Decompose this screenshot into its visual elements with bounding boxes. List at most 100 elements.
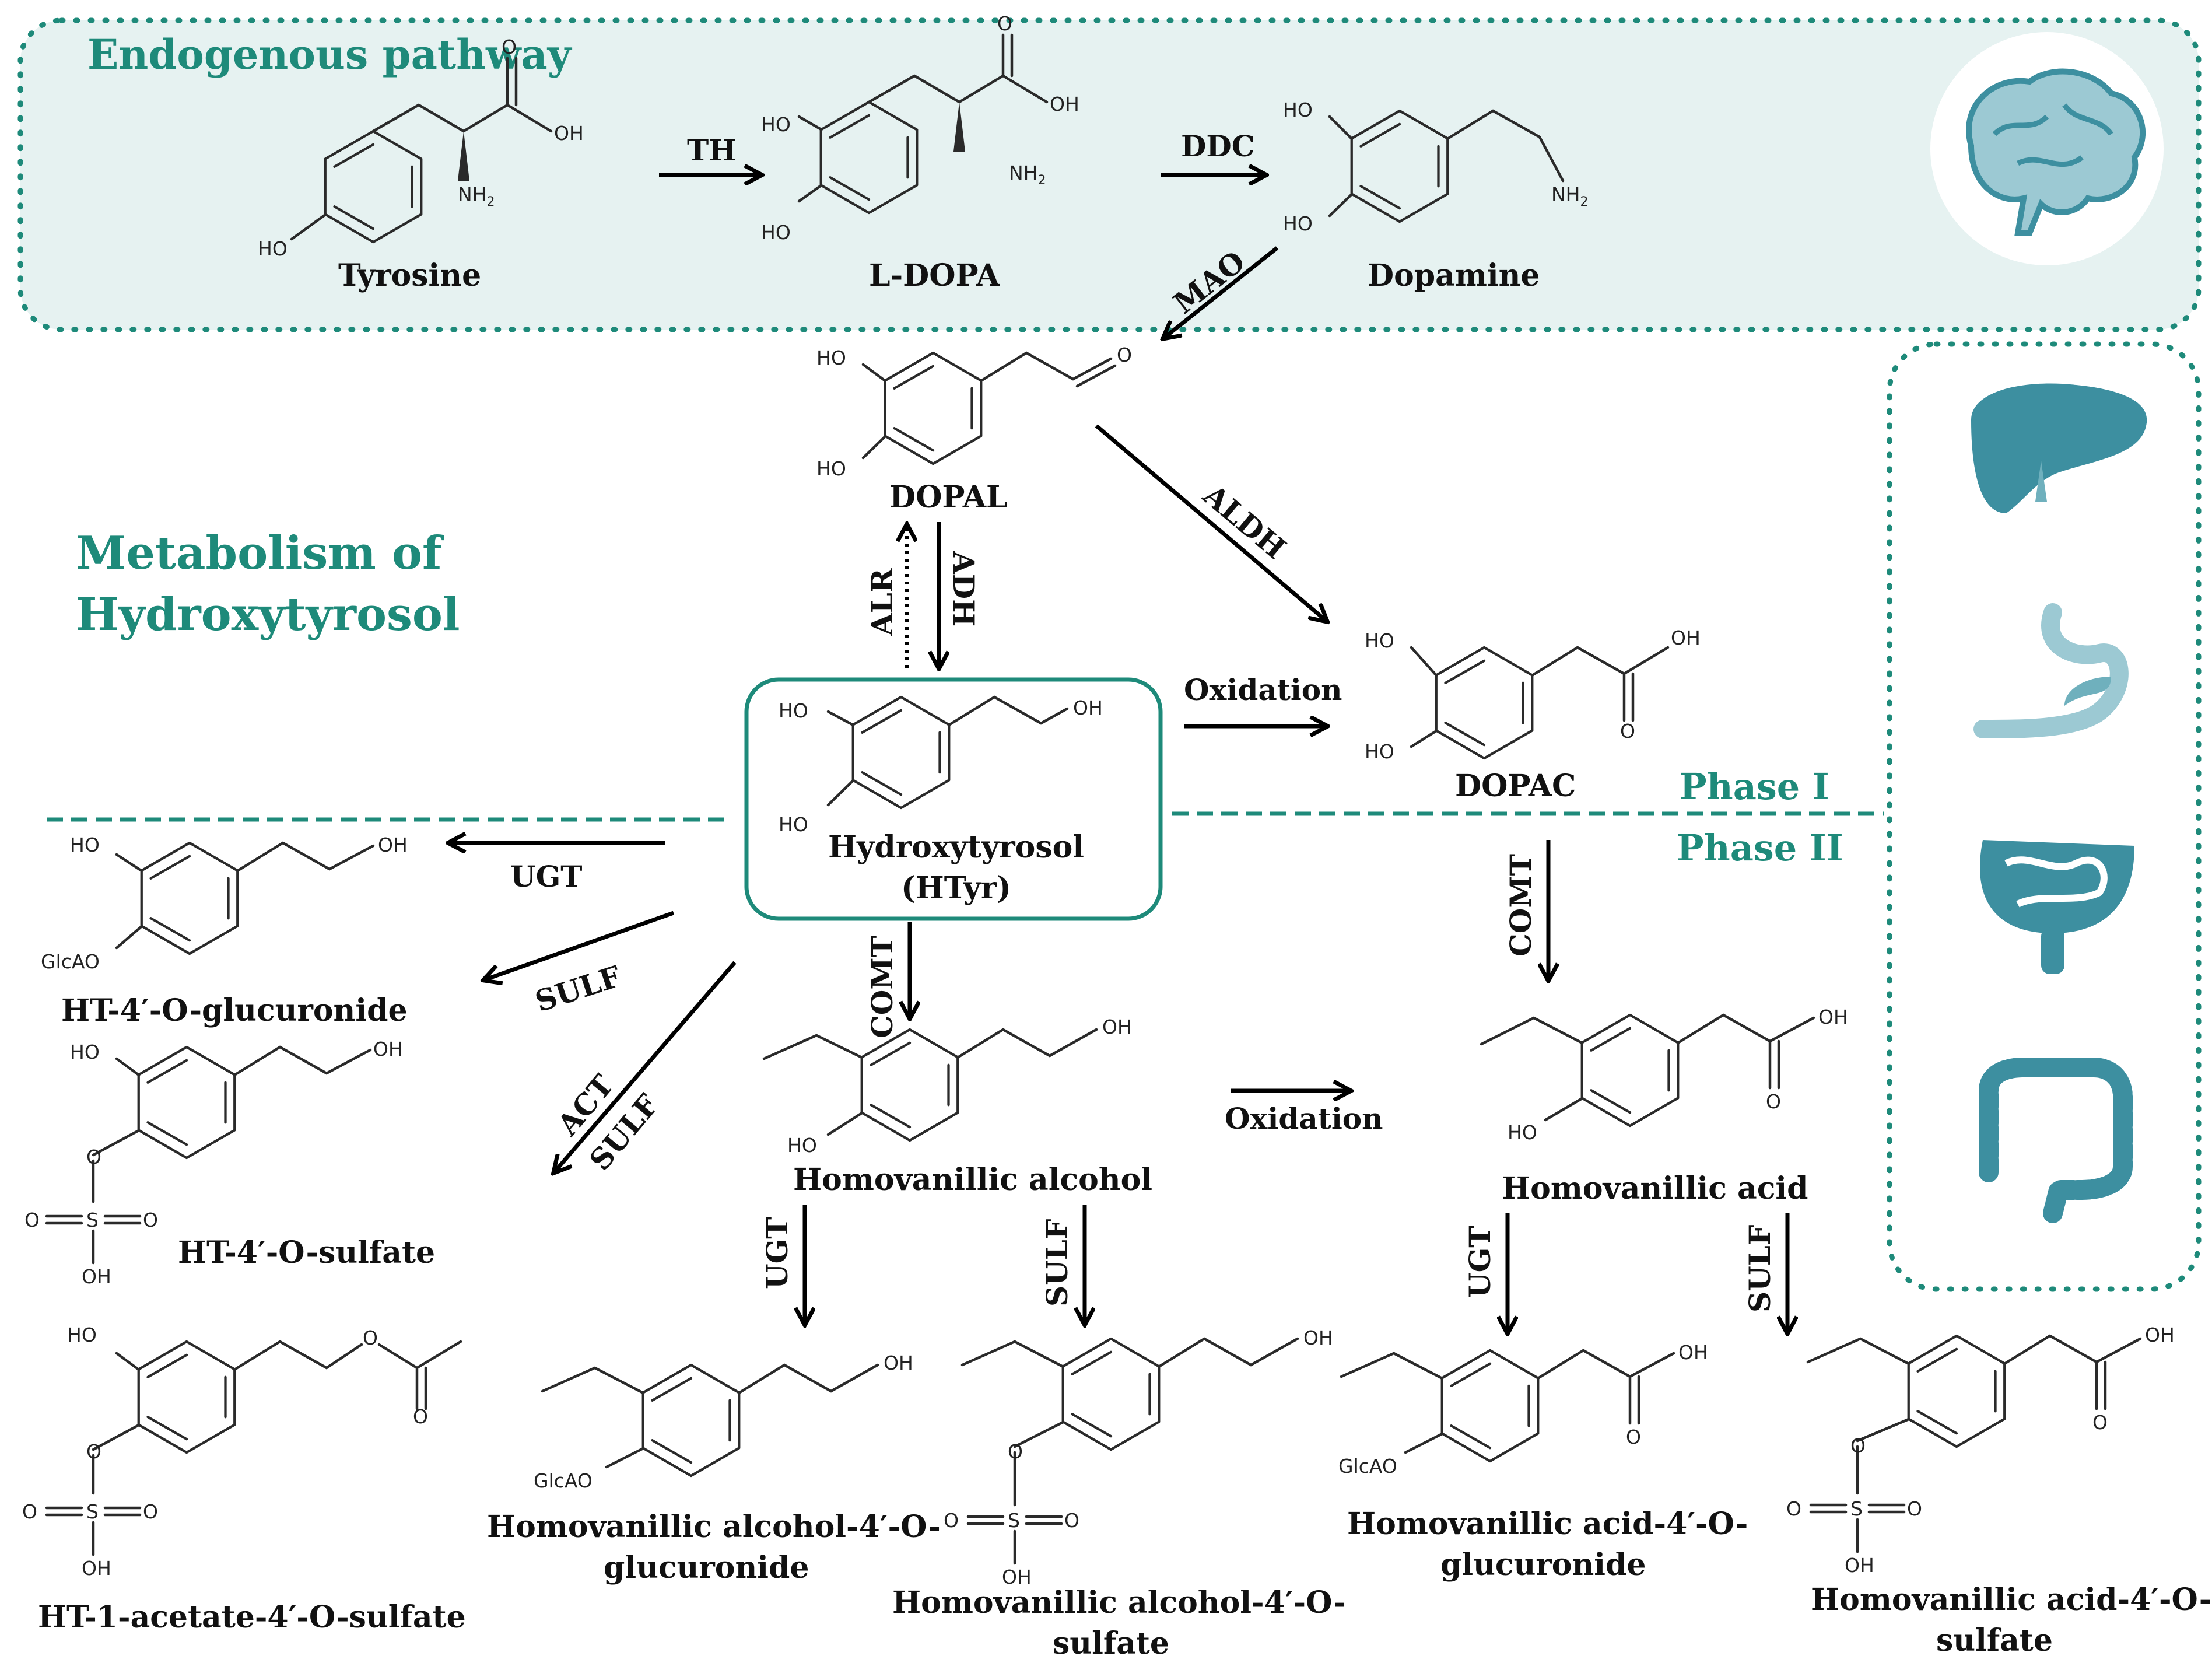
endogenous-title: Endogenous pathway	[87, 30, 573, 79]
dopac-label: DOPAC	[1455, 768, 1576, 804]
sulf-hvacid-arrow: SULF	[1743, 1213, 1787, 1333]
svg-text:OH: OH	[1671, 626, 1701, 649]
ht-glucuronide-label: HT-4′-O-glucuronide	[61, 993, 408, 1028]
sulf-hva-arrow: SULF	[1040, 1205, 1085, 1324]
oxidation-arrow-1: Oxidation	[1184, 673, 1342, 726]
sulf-ht-arrow: SULF	[484, 911, 675, 1019]
hvacid-glucuronide-label-2: glucuronide	[1440, 1547, 1646, 1583]
metabolism-title-line1: Metabolism of	[76, 527, 444, 580]
alr-adh-arrows: ALR ADH	[865, 522, 981, 668]
svg-text:O: O	[502, 36, 517, 58]
ugt-hvacid-arrow: UGT	[1463, 1213, 1508, 1333]
ldopa-label: L-DOPA	[869, 258, 1000, 293]
svg-text:O: O	[1766, 1090, 1781, 1113]
svg-text:HO: HO	[779, 813, 808, 836]
dopal-structure: O HO HO DOPAL	[816, 344, 1132, 515]
comt-ht-arrow: COMT	[865, 922, 910, 1038]
svg-text:HO: HO	[67, 1324, 97, 1346]
stomach-icon	[1973, 603, 2129, 738]
svg-text:O: O	[24, 1209, 40, 1231]
svg-text:OH: OH	[82, 1557, 111, 1580]
phase2-label: Phase II	[1677, 827, 1843, 869]
svg-text:O: O	[86, 1440, 101, 1463]
svg-text:HO: HO	[1365, 740, 1394, 763]
hydroxytyrosol-label: Hydroxytyrosol	[828, 829, 1084, 865]
svg-text:Oxidation: Oxidation	[1184, 673, 1342, 707]
ht-acetate-sulfate-structure: O O HO O S O O OH HT-1-acetate-4′-O-sulf…	[22, 1324, 466, 1635]
hva-glucuronide-label-1: Homovanillic alcohol-4′-O-	[487, 1509, 941, 1545]
svg-text:OH: OH	[378, 834, 408, 856]
svg-text:OH: OH	[1050, 93, 1079, 115]
svg-text:OH: OH	[82, 1265, 111, 1288]
hvacid-glucuronide-structure: OH O GlcAO Homovanillic acid-4′-O- glucu…	[1338, 1341, 1748, 1583]
svg-text:HO: HO	[816, 346, 846, 369]
svg-text:OH: OH	[1073, 696, 1103, 719]
tyrosine-label: Tyrosine	[338, 258, 481, 293]
homovanillic-alcohol-label: Homovanillic alcohol	[793, 1162, 1152, 1198]
svg-text:O: O	[22, 1500, 37, 1523]
svg-text:O: O	[1064, 1509, 1079, 1532]
svg-text:OH: OH	[373, 1038, 403, 1060]
svg-text:NH2: NH2	[1551, 183, 1589, 209]
hvacid-glucuronide-label-1: Homovanillic acid-4′-O-	[1347, 1506, 1748, 1542]
th-arrow: TH	[659, 133, 761, 175]
hvacid-sulfate-label-1: Homovanillic acid-4′-O-	[1811, 1582, 2211, 1618]
dopal-label: DOPAL	[889, 479, 1008, 515]
dopamine-label: Dopamine	[1368, 258, 1540, 293]
svg-text:COMT: COMT	[1503, 854, 1538, 957]
svg-text:TH: TH	[687, 133, 736, 167]
svg-text:SULF: SULF	[1743, 1225, 1777, 1312]
svg-text:OH: OH	[1678, 1341, 1708, 1364]
svg-text:ALR: ALR	[865, 568, 899, 636]
svg-text:SULF: SULF	[1040, 1219, 1074, 1307]
colon-icon	[1979, 1058, 2133, 1223]
dopac-structure: OH O HO HO DOPAC	[1365, 626, 1701, 804]
svg-text:OH: OH	[1002, 1566, 1032, 1588]
tyrosine-structure: O OH NH2 HO Tyrosine	[258, 36, 584, 293]
svg-text:HO: HO	[1283, 212, 1313, 235]
phase-divider: Phase I Phase II	[47, 765, 1884, 869]
comt-dopac-arrow: COMT	[1503, 840, 1548, 980]
metabolism-title-line2: Hydroxytyrosol	[76, 588, 460, 641]
svg-text:O: O	[1008, 1440, 1023, 1463]
svg-text:UGT: UGT	[760, 1217, 794, 1289]
htyr-abbrev-label: (HTyr)	[901, 870, 1011, 906]
svg-text:HO: HO	[816, 457, 846, 480]
svg-text:SULF: SULF	[531, 959, 625, 1019]
dopamine-structure: NH2 HO HO Dopamine	[1283, 99, 1589, 293]
svg-text:O: O	[143, 1500, 158, 1523]
svg-text:O: O	[1907, 1497, 1922, 1520]
svg-text:S: S	[86, 1209, 99, 1231]
hva-sulfate-label-2: sulfate	[1053, 1626, 1169, 1661]
endogenous-panel: Endogenous pathway	[17, 17, 2202, 332]
ht-acetate-sulfate-label: HT-1-acetate-4′-O-sulfate	[38, 1599, 466, 1635]
hydroxytyrosol-box: OH HO HO Hydroxytyrosol (HTyr)	[744, 677, 1163, 921]
phase1-label: Phase I	[1680, 765, 1829, 808]
svg-text:O: O	[1850, 1434, 1866, 1457]
hva-glucuronide-structure: OH GlcAO Homovanillic alcohol-4′-O- gluc…	[487, 1352, 941, 1585]
svg-text:S: S	[1008, 1509, 1020, 1532]
svg-text:OH: OH	[884, 1352, 913, 1374]
svg-text:UGT: UGT	[510, 859, 583, 894]
ht-sulfate-label: HT-4′-O-sulfate	[178, 1235, 435, 1270]
svg-text:O: O	[2092, 1411, 2108, 1434]
ht-glucuronide-structure: OH HO GlcAO HT-4′-O-glucuronide	[41, 834, 408, 1028]
svg-text:HO: HO	[761, 113, 791, 136]
svg-text:O: O	[86, 1146, 101, 1168]
organs-panel	[1887, 341, 2202, 1292]
small-intestine-icon	[1980, 840, 2134, 974]
hva-glucuronide-label-2: glucuronide	[604, 1550, 809, 1585]
hvacid-sulfate-structure: OH O O S O O OH Homovanillic acid-4′-O- …	[1786, 1324, 2211, 1658]
svg-text:OH: OH	[1818, 1006, 1848, 1028]
svg-text:OH: OH	[2145, 1324, 2175, 1346]
oxidation-arrow-2: Oxidation	[1225, 1091, 1383, 1136]
svg-text:HO: HO	[70, 1041, 100, 1063]
svg-text:OH: OH	[1845, 1554, 1874, 1577]
svg-text:O: O	[1626, 1426, 1641, 1448]
svg-text:GlcAO: GlcAO	[41, 950, 100, 973]
ddc-arrow: DDC	[1161, 129, 1265, 175]
svg-text:NH2: NH2	[1009, 162, 1046, 188]
svg-text:NH2: NH2	[458, 183, 495, 209]
svg-text:DDC: DDC	[1181, 129, 1255, 163]
